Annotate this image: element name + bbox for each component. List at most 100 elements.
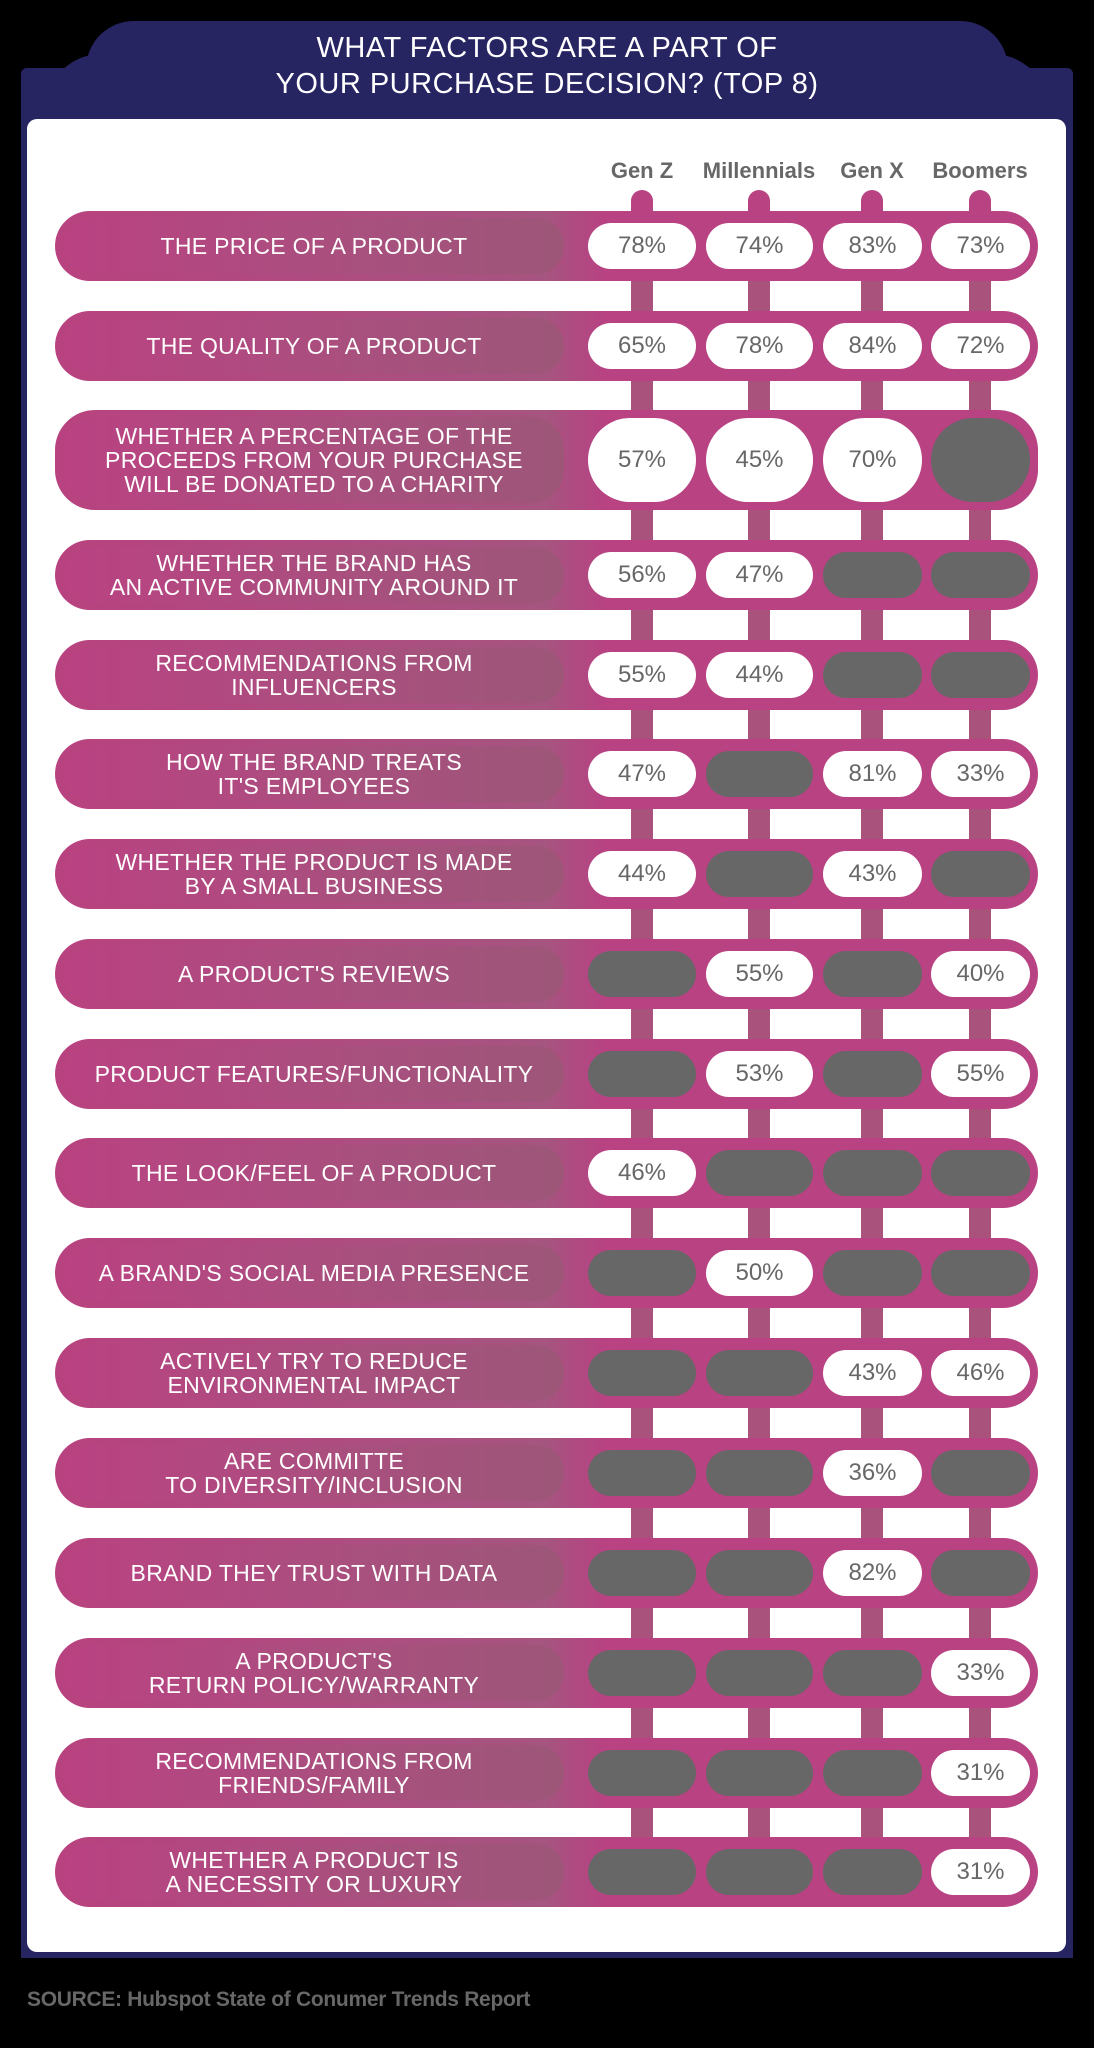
value-pill: 70% <box>823 418 922 502</box>
value-pill: 46% <box>931 1350 1030 1396</box>
value-pill: 33% <box>931 751 1030 797</box>
value-pill: 44% <box>706 652 813 698</box>
column-header: Millennials <box>702 158 816 183</box>
value-pill: 81% <box>823 751 922 797</box>
value-pill: 83% <box>823 223 922 269</box>
value-pill: 55% <box>588 652 696 698</box>
empty-pill <box>931 1550 1030 1596</box>
chart-title: WHAT FACTORS ARE A PART OF YOUR PURCHASE… <box>0 30 1094 102</box>
empty-pill <box>706 1350 813 1396</box>
value-pill: 33% <box>931 1650 1030 1696</box>
factor-label-line: THE QUALITY OF A PRODUCT <box>146 333 482 359</box>
empty-pill <box>706 1150 813 1196</box>
value-pill: 53% <box>706 1051 813 1097</box>
factor-label: A BRAND'S SOCIAL MEDIA PRESENCE <box>91 1261 538 1285</box>
value-pill: 31% <box>931 1849 1030 1895</box>
factor-row: A PRODUCT'S REVIEWS 55% 40% <box>55 939 1038 1009</box>
value-pill: 40% <box>931 951 1030 997</box>
value-pill: 43% <box>823 1350 922 1396</box>
empty-pill <box>823 951 922 997</box>
value-pill: 55% <box>706 951 813 997</box>
value-pill: 56% <box>588 552 696 598</box>
empty-pill <box>588 1350 696 1396</box>
value-pill: 36% <box>823 1450 922 1496</box>
column-header: Gen X <box>840 158 904 183</box>
factor-label-line: RECOMMENDATIONS FROM <box>155 650 473 676</box>
value-pill: 45% <box>706 418 813 502</box>
factor-label-line: WHETHER THE PRODUCT IS MADE <box>115 849 513 875</box>
factor-label-line: HOW THE BRAND TREATS <box>165 749 463 775</box>
value-pill: 72% <box>931 323 1030 369</box>
value-pill: 73% <box>931 223 1030 269</box>
empty-pill <box>706 1650 813 1696</box>
empty-pill <box>823 652 922 698</box>
factor-label-line: FRIENDS/FAMILY <box>218 1772 410 1798</box>
empty-pill <box>931 418 1030 502</box>
factor-label-line: A PRODUCT'S <box>235 1648 393 1674</box>
empty-pill <box>931 851 1030 897</box>
empty-pill <box>588 951 696 997</box>
factor-label-line: WHETHER A PRODUCT IS <box>169 1847 459 1873</box>
factor-label: THE LOOK/FEEL OF A PRODUCT <box>124 1161 505 1185</box>
factor-label-panel: BRAND THEY TRUST WITH DATA <box>64 1545 564 1601</box>
factor-label-line: THE LOOK/FEEL OF A PRODUCT <box>131 1160 497 1186</box>
empty-pill <box>588 1450 696 1496</box>
factor-label-panel: THE PRICE OF A PRODUCT <box>64 218 564 274</box>
empty-pill <box>588 1750 696 1796</box>
value-pill: 31% <box>931 1750 1030 1796</box>
factor-row: THE PRICE OF A PRODUCT 78%74%83%73% <box>55 211 1038 281</box>
empty-pill <box>588 1250 696 1296</box>
column-header: Boomers <box>932 158 1028 183</box>
value-pill: 44% <box>588 851 696 897</box>
source-note: SOURCE: Hubspot State of Conumer Trends … <box>27 1988 531 2011</box>
factor-label-line: ACTIVELY TRY TO REDUCE <box>160 1348 468 1374</box>
factor-label-line: A PRODUCT'S REVIEWS <box>177 961 451 987</box>
empty-pill <box>588 1550 696 1596</box>
value-pill: 43% <box>823 851 922 897</box>
factor-label-panel: THE LOOK/FEEL OF A PRODUCT <box>64 1145 564 1201</box>
factor-label-line: BRAND THEY TRUST WITH DATA <box>130 1560 498 1586</box>
value-pill: 57% <box>588 418 696 502</box>
empty-pill <box>588 1849 696 1895</box>
empty-pill <box>823 1750 922 1796</box>
title-line-1: WHAT FACTORS ARE A PART OF <box>316 32 778 64</box>
factor-label-line: RETURN POLICY/WARRANTY <box>148 1672 480 1698</box>
title-line-2: YOUR PURCHASE DECISION? (TOP 8) <box>275 68 819 100</box>
factor-label-line: WHETHER A PERCENTAGE OF THE <box>115 423 513 449</box>
empty-pill <box>823 1849 922 1895</box>
factor-label: THE PRICE OF A PRODUCT <box>153 234 476 258</box>
factor-label-line: INFLUENCERS <box>231 674 397 700</box>
factor-label-line: ARE COMMITTE <box>224 1448 404 1474</box>
empty-pill <box>931 1250 1030 1296</box>
value-pill: 74% <box>706 223 813 269</box>
empty-pill <box>823 552 922 598</box>
factor-label-panel: A PRODUCT'S REVIEWS <box>64 946 564 1002</box>
factor-label-line: WILL BE DONATED TO A CHARITY <box>124 471 504 497</box>
factor-label-line: IT'S EMPLOYEES <box>217 773 411 799</box>
factor-label-line: BY A SMALL BUSINESS <box>184 873 444 899</box>
value-pill: 78% <box>588 223 696 269</box>
value-pill: 84% <box>823 323 922 369</box>
